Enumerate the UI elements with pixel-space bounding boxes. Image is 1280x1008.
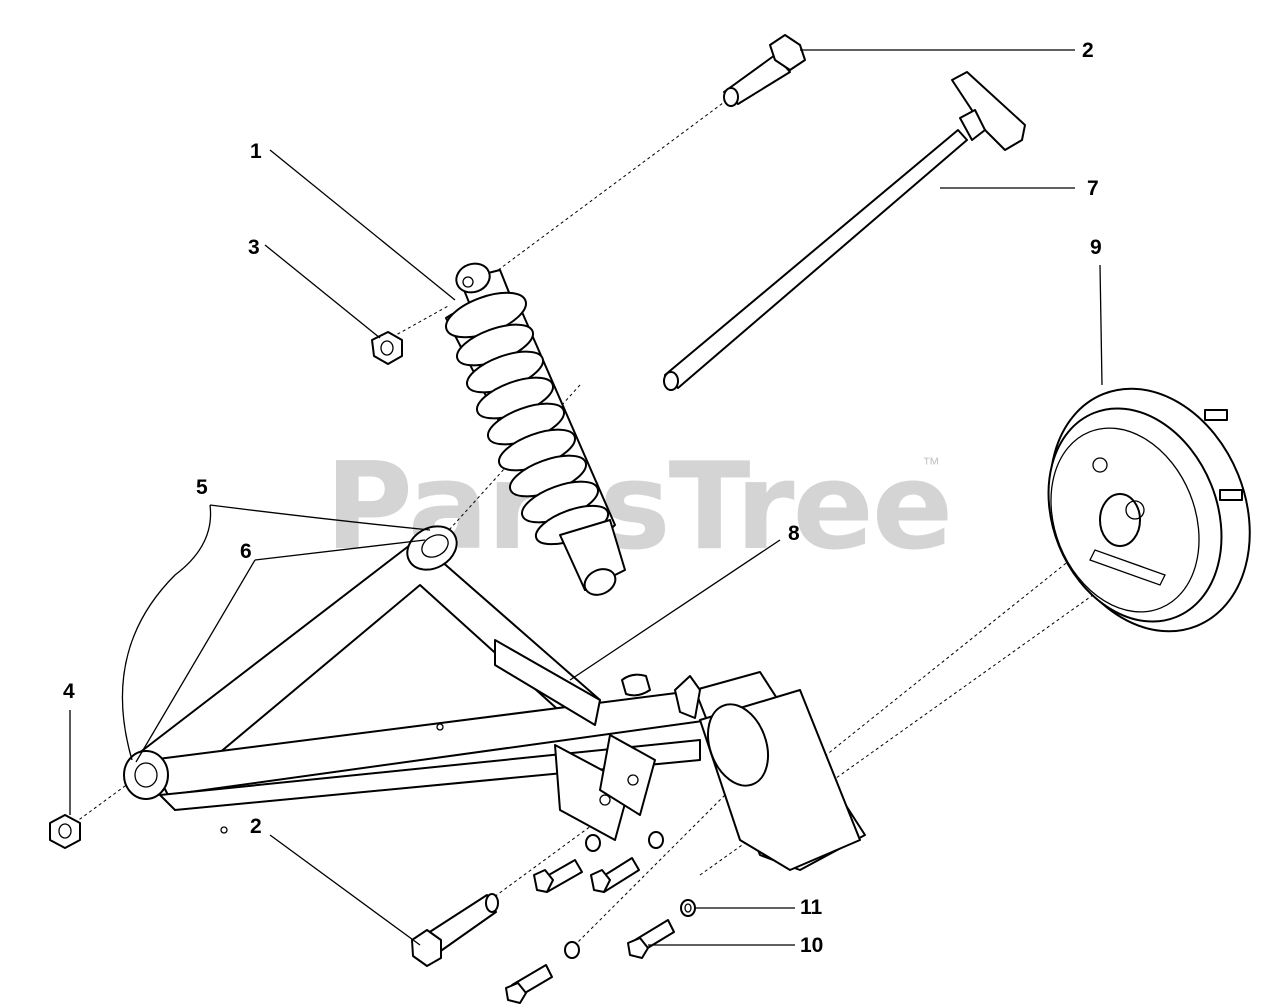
callout-1: 1 — [250, 140, 262, 163]
callout-11: 11 — [800, 896, 823, 919]
nut-part-4 — [49, 814, 81, 849]
callout-3: 3 — [248, 236, 260, 259]
shock-absorber-part-1 — [445, 262, 626, 596]
nut-part-3 — [371, 331, 403, 365]
callout-10: 10 — [800, 934, 823, 957]
brake-drum-part-9 — [1047, 387, 1251, 633]
leader-lines — [69, 49, 1103, 946]
callout-6: 6 — [240, 540, 252, 563]
callout-8: 8 — [788, 522, 800, 545]
swing-arm-part-5 — [123, 525, 866, 871]
bolt-part-2-bottom — [411, 893, 499, 967]
rod-part-7 — [663, 71, 1026, 391]
callout-9: 9 — [1090, 236, 1102, 259]
watermark-trademark: ™ — [922, 454, 940, 474]
callout-2-bottom: 2 — [250, 815, 262, 838]
callout-5: 5 — [196, 476, 208, 499]
callout-4: 4 — [63, 680, 75, 703]
callout-labels: 1 2 2 3 4 5 6 7 8 9 10 11 — [63, 39, 1102, 957]
callout-7: 7 — [1087, 177, 1099, 200]
callout-2-top: 2 — [1082, 39, 1094, 62]
bolt-part-2-top — [723, 34, 806, 107]
small-fasteners — [505, 831, 675, 1004]
washer-part-11 — [680, 899, 696, 917]
